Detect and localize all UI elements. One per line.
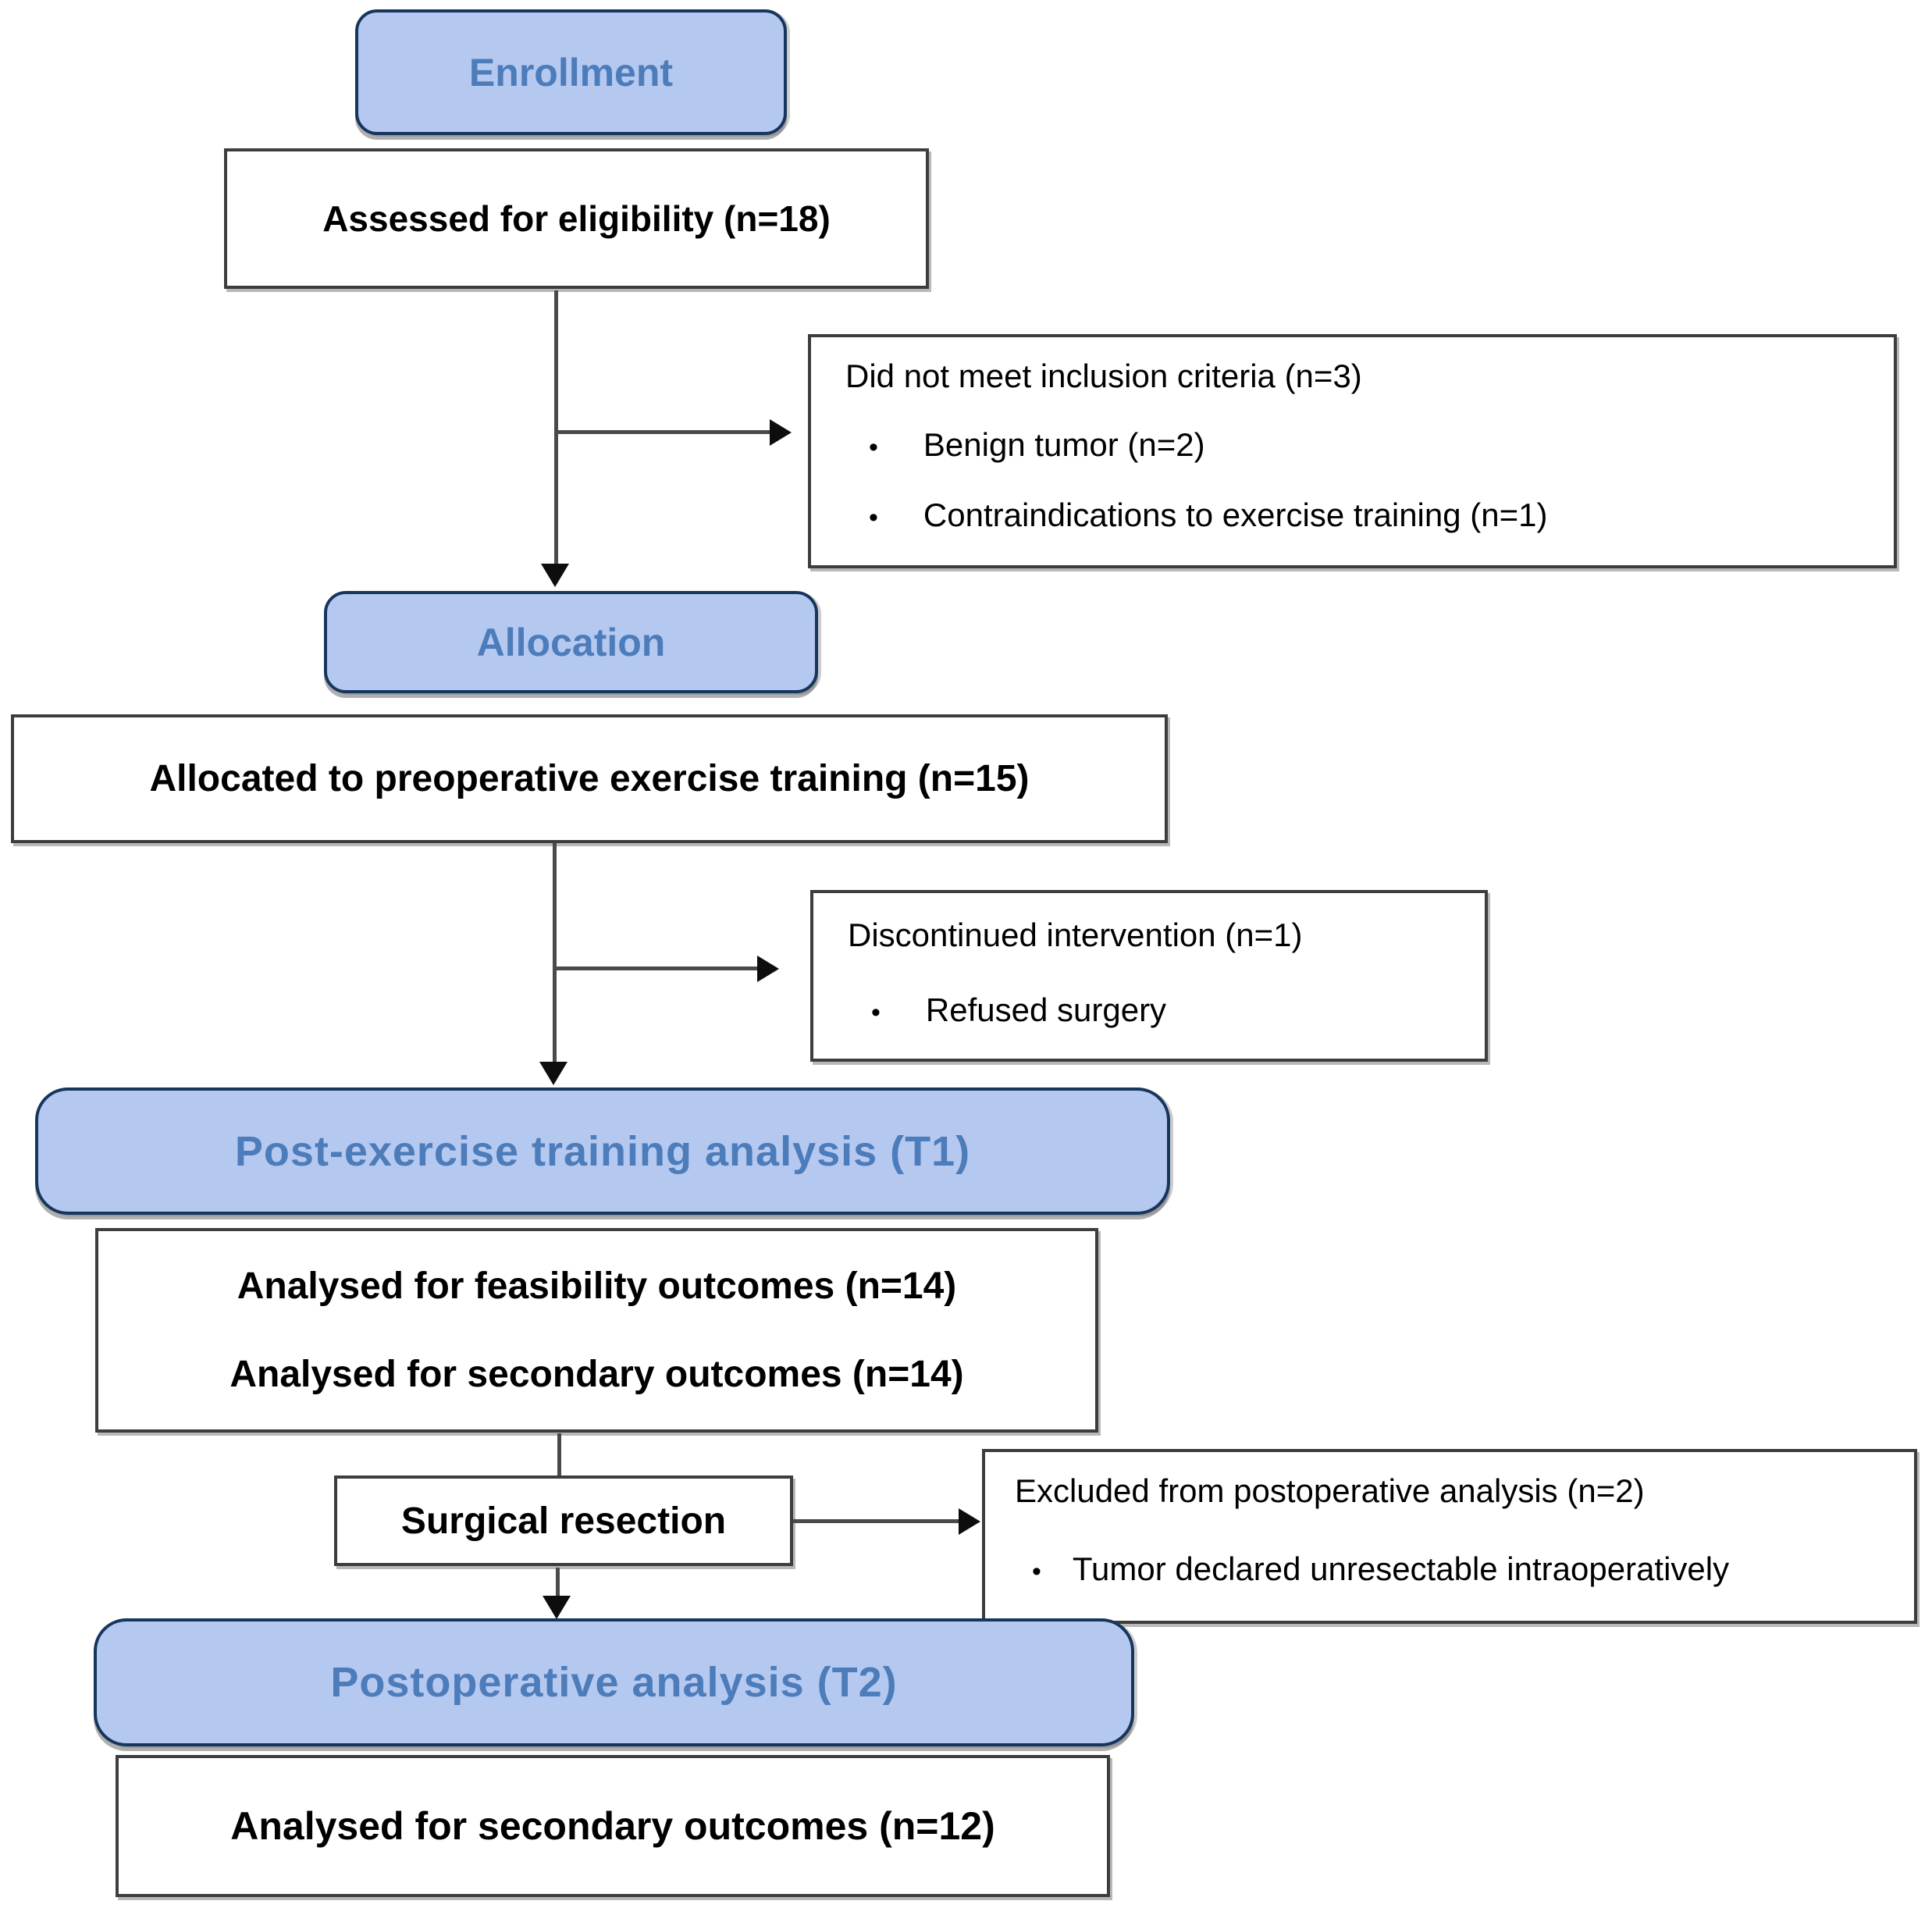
connector-branch-discontinued-line	[553, 966, 757, 970]
box-allocated-text: Allocated to preoperative exercise train…	[149, 758, 1030, 799]
bullet-text: Tumor declared unresectable intraoperati…	[1072, 1550, 1730, 1587]
connector-surgical-to-t2-line	[556, 1568, 560, 1597]
list-item: • Contraindications to exercise training…	[811, 496, 1894, 535]
list-item: • Tumor declared unresectable intraopera…	[985, 1550, 1914, 1589]
box-did-not-meet: Did not meet inclusion criteria (n=3) • …	[808, 334, 1897, 568]
box-analysed-t1-line1: Analysed for feasibility outcomes (n=14)	[237, 1265, 957, 1307]
box-discontinued: Discontinued intervention (n=1) • Refuse…	[810, 890, 1488, 1062]
box-excluded-title: Excluded from postoperative analysis (n=…	[1015, 1472, 1645, 1509]
arrowhead-right-discontinued-icon	[757, 956, 779, 982]
arrowhead-right-excluded-icon	[959, 1508, 980, 1535]
stage-enrollment: Enrollment	[355, 9, 787, 135]
stage-post-exercise-t1-label: Post-exercise training analysis (T1)	[234, 1127, 971, 1175]
stage-post-exercise-t1: Post-exercise training analysis (T1)	[35, 1087, 1170, 1215]
box-analysed-t2-text: Analysed for secondary outcomes (n=12)	[230, 1804, 995, 1848]
list-item: • Refused surgery	[813, 991, 1485, 1030]
box-allocated: Allocated to preoperative exercise train…	[11, 714, 1168, 843]
stage-enrollment-label: Enrollment	[468, 50, 674, 94]
connector-analysed-to-surgical-line	[557, 1433, 561, 1477]
bullet-text: Refused surgery	[925, 991, 1167, 1028]
box-assessed-eligibility-text: Assessed for eligibility (n=18)	[322, 198, 831, 239]
arrowhead-down-allocation-icon	[541, 564, 569, 587]
list-item: • Benign tumor (n=2)	[811, 425, 1894, 465]
box-surgical-resection-text: Surgical resection	[400, 1500, 727, 1542]
box-surgical-resection: Surgical resection	[334, 1475, 793, 1566]
box-assessed-eligibility: Assessed for eligibility (n=18)	[224, 148, 929, 289]
box-did-not-meet-title: Did not meet inclusion criteria (n=3)	[845, 358, 1362, 394]
connector-branch-did-not-meet-line	[554, 430, 770, 434]
stage-allocation: Allocation	[324, 591, 818, 693]
box-analysed-t1: Analysed for feasibility outcomes (n=14)…	[95, 1228, 1098, 1433]
arrowhead-down-t2-icon	[543, 1596, 571, 1619]
box-analysed-t1-line2: Analysed for secondary outcomes (n=14)	[229, 1354, 964, 1395]
bullet-icon: •	[869, 432, 878, 462]
stage-postoperative-t2-label: Postoperative analysis (T2)	[330, 1659, 898, 1706]
arrowhead-right-did-not-meet-icon	[770, 419, 792, 446]
box-analysed-t2: Analysed for secondary outcomes (n=12)	[116, 1755, 1110, 1897]
bullet-icon: •	[871, 997, 881, 1027]
connector-surgical-to-excluded-line	[793, 1519, 959, 1523]
connector-assessed-to-allocation-line	[554, 290, 558, 565]
connector-allocated-to-t1-line	[553, 843, 557, 1063]
stage-postoperative-t2: Postoperative analysis (T2)	[94, 1618, 1134, 1746]
arrowhead-down-t1-icon	[539, 1062, 568, 1085]
bullet-text: Benign tumor (n=2)	[923, 425, 1205, 463]
bullet-text: Contraindications to exercise training (…	[923, 496, 1548, 533]
box-discontinued-title: Discontinued intervention (n=1)	[848, 917, 1303, 953]
box-excluded: Excluded from postoperative analysis (n=…	[982, 1449, 1917, 1624]
bullet-icon: •	[1032, 1556, 1041, 1586]
stage-allocation-label: Allocation	[476, 620, 666, 664]
bullet-icon: •	[869, 502, 878, 532]
